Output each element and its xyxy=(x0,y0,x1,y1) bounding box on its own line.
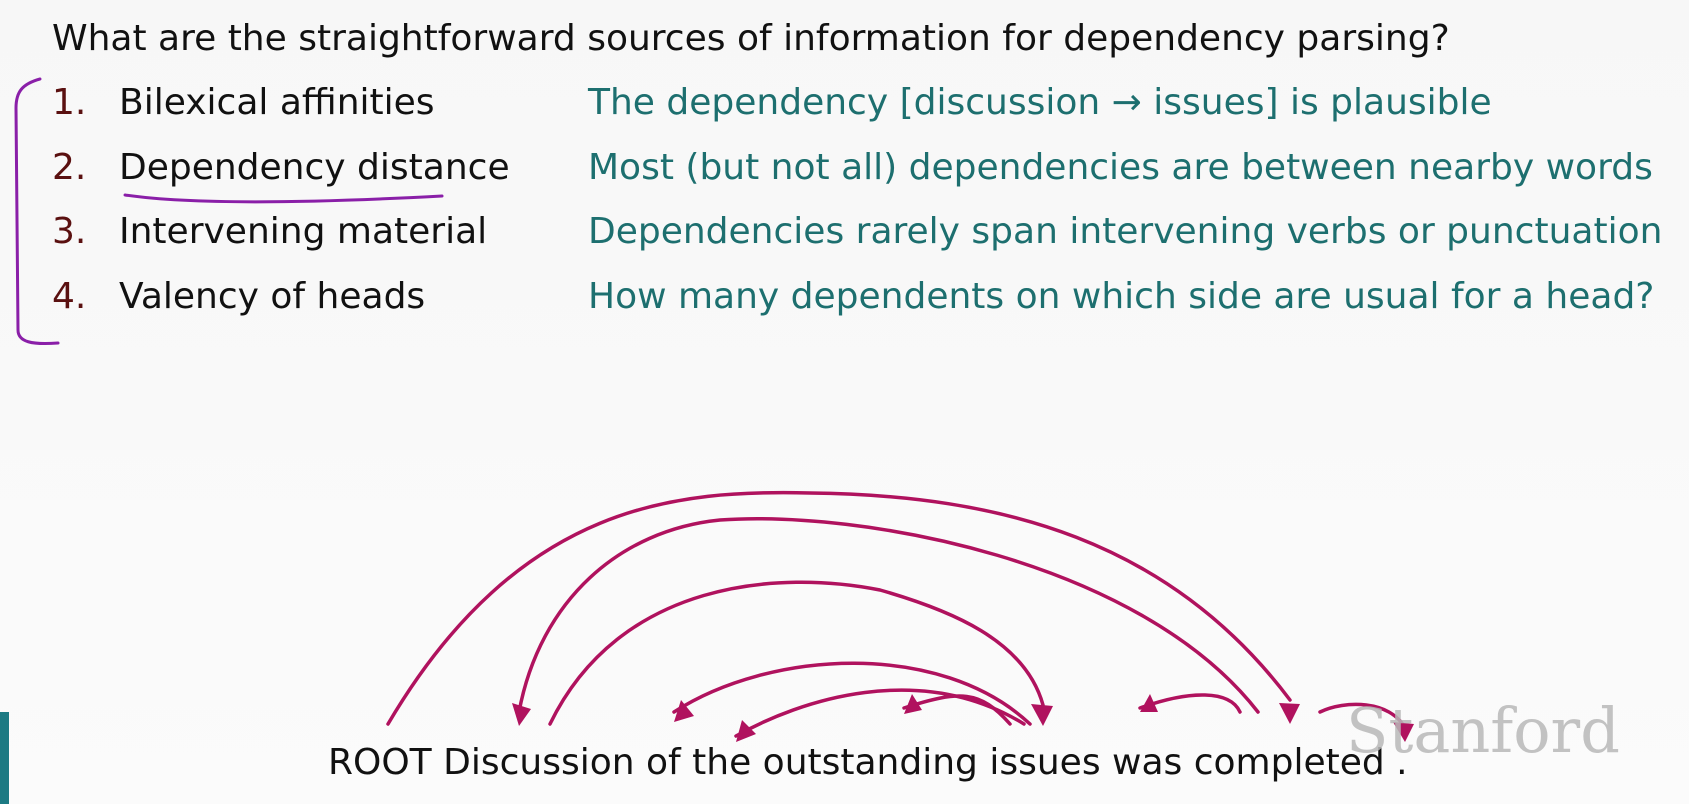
slide-question: What are the straightforward sources of … xyxy=(52,18,1450,59)
arc-completed-was xyxy=(1138,693,1242,714)
item-label: Valency of heads xyxy=(119,276,426,317)
arrowhead xyxy=(1393,722,1414,742)
arrowhead xyxy=(512,703,531,726)
arrowhead xyxy=(674,700,694,722)
item-number: 1. xyxy=(52,82,87,123)
arrowhead xyxy=(736,720,756,742)
item-number: 4. xyxy=(52,276,87,317)
item-number: 3. xyxy=(52,211,87,252)
item-description: The dependency [discussion → issues] is … xyxy=(588,82,1492,123)
annotation-bracket xyxy=(14,77,60,346)
arc-root-completed xyxy=(386,490,1292,726)
stanford-logo: Stanford xyxy=(1346,694,1620,767)
item-description: How many dependents on which side are us… xyxy=(588,276,1655,317)
example-sentence: ROOT Discussion of the outstanding issue… xyxy=(328,742,1408,783)
arrowhead xyxy=(1279,703,1300,724)
arc-completed-discussion xyxy=(517,517,1260,714)
item-number: 2. xyxy=(52,147,87,188)
edge-accent-bar xyxy=(0,712,9,804)
arrowhead xyxy=(1031,704,1053,726)
item-description: Most (but not all) dependencies are betw… xyxy=(588,147,1653,188)
arc-discussion-issues xyxy=(548,580,1045,726)
item-label: Dependency distance xyxy=(119,147,510,188)
arc-issues-of xyxy=(672,661,1032,726)
arrowhead xyxy=(1140,694,1158,712)
arc-issues-the xyxy=(734,688,1026,738)
annotation-underline xyxy=(123,193,444,204)
item-label: Intervening material xyxy=(119,211,488,252)
arc-issues-outstanding xyxy=(902,694,1012,726)
arrowhead xyxy=(904,694,922,714)
item-label: Bilexical affinities xyxy=(119,82,435,123)
arc-period xyxy=(1318,702,1407,730)
item-description: Dependencies rarely span intervening ver… xyxy=(588,211,1663,252)
